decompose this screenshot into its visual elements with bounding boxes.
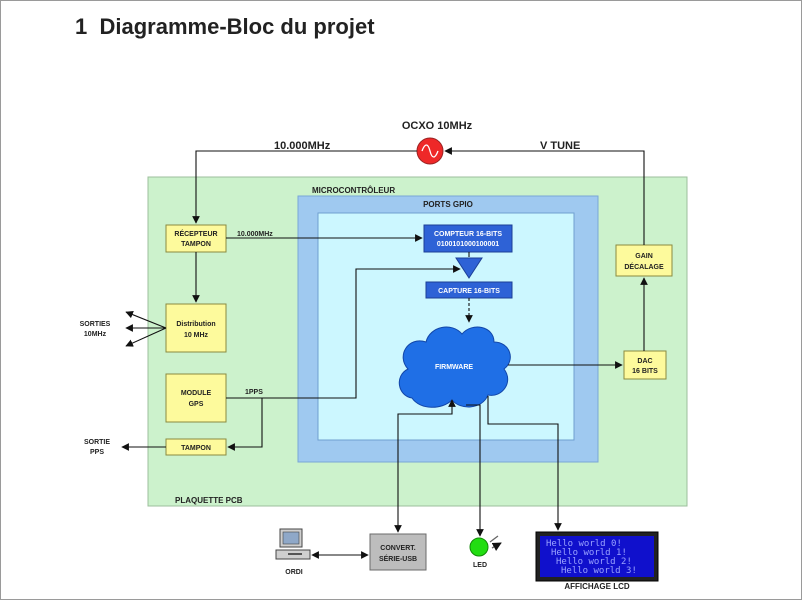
capture-trigger-triangle [455,257,483,279]
page-title: 1 Diagramme-Bloc du projet [75,14,375,40]
firmware-cloud [398,326,511,408]
gps-label-1: MODULE [181,390,212,397]
gps-label-2: GPS [189,401,204,408]
vtune-label: V TUNE [540,140,580,152]
freq-top-label: 10.000MHz [274,140,331,152]
gps-pps-to-capture-line [226,265,461,399]
section-number: 1 [75,14,88,39]
ocxo-to-recepteur-line [192,150,417,224]
section-title: Diagramme-Bloc du projet [99,14,375,39]
ordi-label: ORDI [285,569,303,576]
pps-label: 1PPS [245,389,263,396]
firmware-to-led-line [466,404,484,537]
convert-label-2: SÉRIE-USB [379,554,417,563]
lcd-line-3: Hello world 2! [556,557,632,567]
sortie-pps-label-2: PPS [90,449,104,456]
compteur-block [423,224,513,253]
lcd-screen [540,536,654,577]
lcd-line-1: Hello world 0! [546,539,622,549]
led-icon [469,537,489,557]
sorties-label-1: SORTIES [80,321,111,328]
recepteur-label-2: TAMPON [181,241,211,248]
gain-label-2: DÉCALAGE [624,262,664,271]
firmware-label: FIRMWARE [435,364,473,371]
firmware-to-lcd-line [487,396,562,531]
dac-block [623,350,667,380]
distribution-output-3 [125,327,167,347]
dac-label-2: 16 BITS [632,368,658,375]
gps-pps-to-tampon-line [227,398,263,451]
gain-label-1: GAIN [635,253,653,260]
freq-inner-label: 10.000MHz [237,231,273,238]
distribution-block [165,303,227,353]
lcd-line-2: Hello world 1! [551,548,627,558]
pcb-label: PLAQUETTE PCB [175,496,243,505]
led-label: LED [473,562,487,569]
distribution-label-2: 10 MHz [184,332,209,339]
distribution-label-1: Distribution [176,321,215,328]
ports-gpio-label: PORTS GPIO [423,200,473,209]
recepteur-label-1: RÉCEPTEUR [174,229,217,238]
gain-block [615,244,673,277]
compteur-label-2: 0100101000100001 [437,241,499,248]
ocxo-label: OCXO 10MHz [402,120,473,132]
tampon-label: TAMPON [181,445,211,452]
sine-icon [421,144,439,158]
computer-icon [275,528,311,560]
gain-to-ocxo-line [444,147,645,245]
convert-block [369,533,427,571]
compteur-label-1: COMPTEUR 16-BITS [434,231,502,238]
sortie-pps-label-1: SORTIE [84,439,110,446]
capture-label: CAPTURE 16-BITS [438,288,500,295]
distribution-output-1 [125,310,167,329]
firmware-to-convert-line [394,399,456,533]
lcd-line-4: Hello world 3! [561,566,637,576]
sorties-label-2: 10MHz [84,331,107,338]
recepteur-block [165,224,227,253]
dac-label-1: DAC [637,358,652,365]
led-light-rays [489,536,501,548]
convert-label-1: CONVERT. [380,545,415,552]
microcontroller-label: MICROCONTRÔLEUR [312,186,395,195]
gps-block [165,373,227,423]
lcd-label: AFFICHAGE LCD [564,582,630,591]
